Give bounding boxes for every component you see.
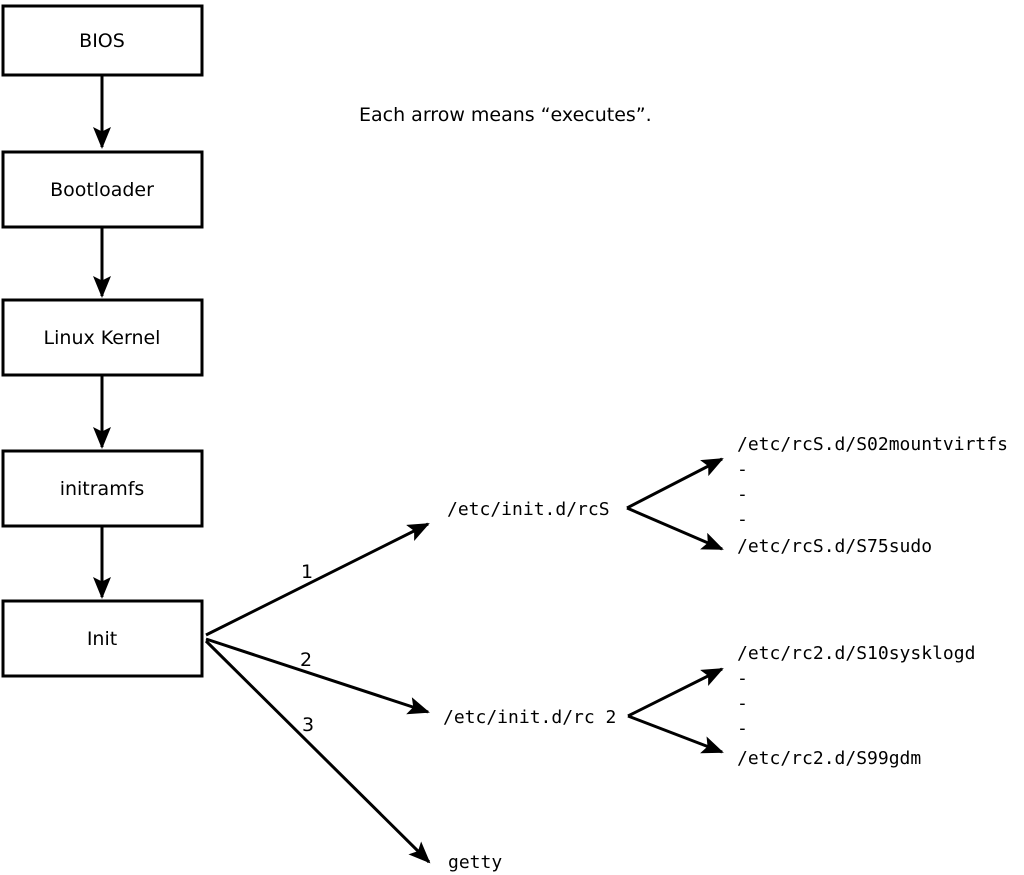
- rc2-script-item: /etc/rc2.d/S99gdm: [737, 748, 921, 769]
- box-bootloader-label: Bootloader: [50, 179, 154, 201]
- branch-number-2: 2: [300, 649, 312, 671]
- branch-number-3: 3: [302, 714, 314, 736]
- arrow-rcS-to-first-script-icon: [626, 457, 724, 510]
- box-init-label: Init: [87, 628, 117, 650]
- rcS-script-ellipsis: -: [737, 484, 748, 505]
- box-initramfs-label: initramfs: [60, 478, 145, 500]
- rcS-script-ellipsis: -: [737, 509, 748, 530]
- target-getty-label: getty: [448, 852, 502, 873]
- rcS-fanout: /etc/rcS.d/S02mountvirtfs - - - /etc/rcS…: [626, 434, 1008, 557]
- arrow-rcS-to-last-script-icon: [626, 506, 724, 551]
- box-bios: [1, 4, 204, 77]
- rcS-script-item: /etc/rcS.d/S75sudo: [737, 536, 932, 557]
- box-linux-kernel-label: Linux Kernel: [44, 327, 161, 349]
- box-bios-label: BIOS: [79, 30, 125, 52]
- rc2-script-ellipsis: -: [737, 718, 748, 739]
- box-initramfs: [1, 449, 204, 528]
- rc2-fanout: /etc/rc2.d/S10sysklogd - - - /etc/rc2.d/…: [627, 643, 975, 769]
- target-rc2-label: /etc/init.d/rc 2: [443, 707, 616, 728]
- chain-boxes: BIOS Bootloader Linux Kernel initramfs I…: [1, 4, 204, 678]
- rcS-script-ellipsis: -: [737, 459, 748, 480]
- note-text: Each arrow means “executes”.: [359, 104, 652, 126]
- branch-number-1: 1: [301, 561, 313, 583]
- rc2-script-item: /etc/rc2.d/S10sysklogd: [737, 643, 975, 664]
- arrow-rc2-to-first-script-icon: [627, 667, 724, 718]
- arrow-init-to-rcS-icon: [205, 522, 430, 637]
- arrow-init-to-getty-icon: [204, 639, 431, 864]
- init-branch-arrows: 1 2 3: [204, 522, 431, 864]
- rc2-script-ellipsis: -: [737, 668, 748, 689]
- box-linux-kernel: [1, 298, 204, 377]
- rc2-script-ellipsis: -: [737, 693, 748, 714]
- rcS-script-item: /etc/rcS.d/S02mountvirtfs: [737, 434, 1008, 455]
- arrow-rc2-to-last-script-icon: [627, 714, 724, 754]
- arrow-init-to-rc2-icon: [205, 637, 430, 715]
- target-rcS-label: /etc/init.d/rcS: [447, 499, 610, 520]
- box-init: [1, 599, 204, 678]
